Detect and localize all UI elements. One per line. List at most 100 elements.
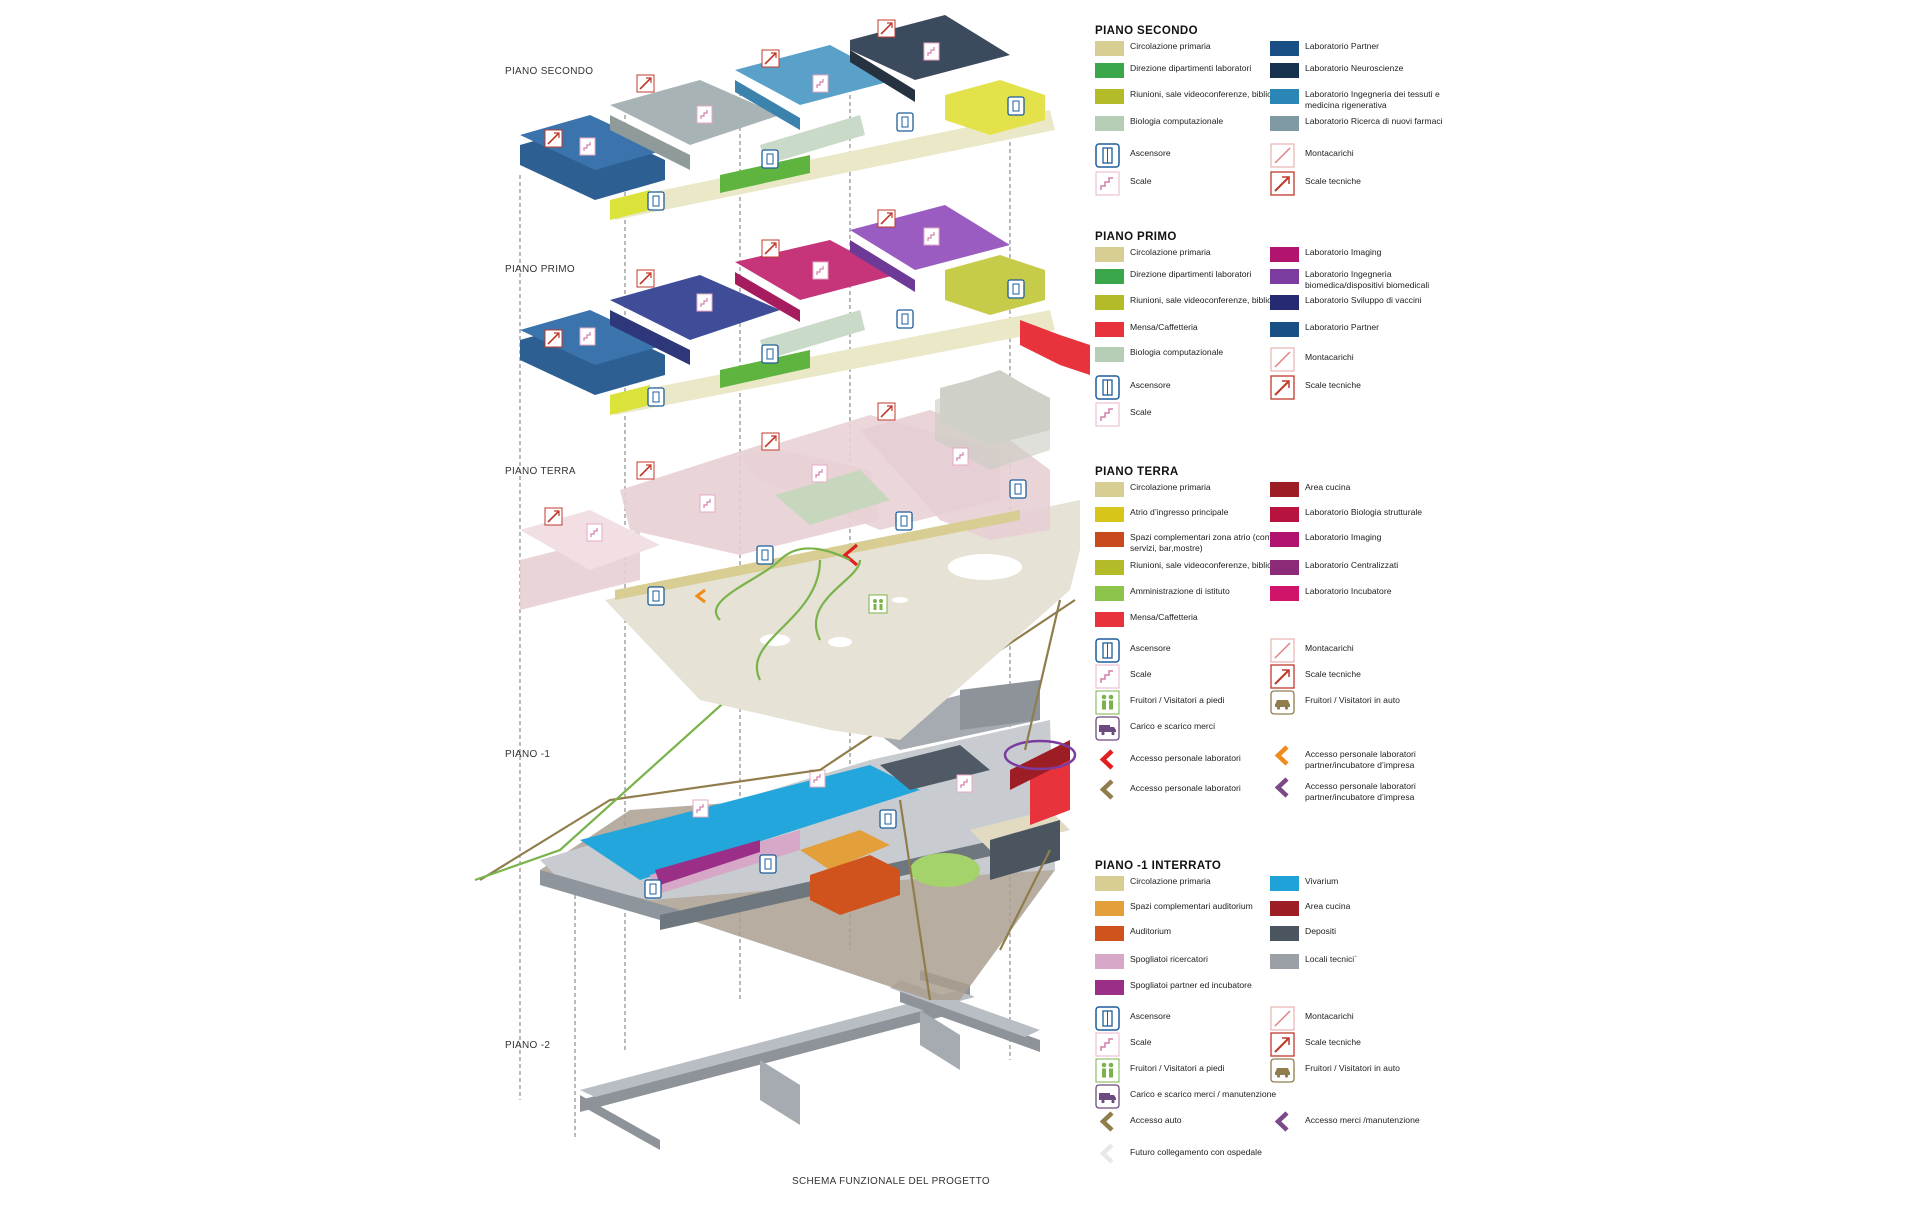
floor-label-piano-terra: PIANO TERRA	[505, 466, 576, 477]
legend-item: Riunioni, sale videoconferenze, bibliote…	[1095, 89, 1295, 104]
legend-label: Montacarichi	[1305, 148, 1354, 158]
legend-item: Laboratorio Imaging	[1270, 247, 1470, 262]
legend-swatch	[1095, 901, 1124, 916]
legend-label: Montacarichi	[1305, 1011, 1354, 1021]
legend-label: Circolazione primaria	[1130, 876, 1211, 886]
legend-label: Fruitori / Visitatori in auto	[1305, 1063, 1400, 1073]
legend-label: Mensa/Caffetteria	[1130, 612, 1198, 622]
legend-item: Montacarichi	[1270, 638, 1470, 663]
legend-label: Scale	[1130, 176, 1152, 186]
legend-label: Scale tecniche	[1305, 669, 1361, 679]
legend-item: Depositi	[1270, 926, 1470, 941]
legend-swatch	[1270, 586, 1299, 601]
legend-item: Accesso merci /manutenzione	[1270, 1110, 1470, 1132]
legend-item: Laboratorio Centralizzati	[1270, 560, 1470, 575]
purple-chevron-icon	[1270, 1110, 1295, 1132]
legend-swatch	[1095, 926, 1124, 941]
legend-label: Accesso merci /manutenzione	[1305, 1115, 1420, 1125]
legend-swatch	[1270, 926, 1299, 941]
legend-swatch	[1270, 63, 1299, 78]
stairs-icon	[1095, 1032, 1120, 1057]
legend-label: Scale	[1130, 669, 1152, 679]
orange-chevron-icon	[1270, 744, 1295, 766]
legend-swatch	[1270, 269, 1299, 284]
legend-label: Locali tecnici`	[1305, 954, 1358, 964]
legend-label: Laboratorio Imaging	[1305, 247, 1382, 257]
legend-item: Fruitori / Visitatori in auto	[1270, 1058, 1470, 1083]
service-stairs-icon	[1270, 1032, 1295, 1057]
car-icon	[1270, 690, 1295, 715]
legend-label: Auditorium	[1130, 926, 1172, 936]
legend-item: Biologia computazionale	[1095, 116, 1295, 131]
red-chevron-icon	[1095, 748, 1120, 770]
legend-swatch	[1095, 269, 1124, 284]
legend-label: Laboratorio Sviluppo di vaccini	[1305, 295, 1422, 305]
legend-swatch	[1095, 63, 1124, 78]
legend-item: Ascensore	[1095, 638, 1295, 663]
floor-label-piano-secondo: PIANO SECONDO	[505, 66, 594, 77]
legend-label: Direzione dipartimenti laboratori	[1130, 269, 1252, 279]
legend-swatch	[1095, 322, 1124, 337]
legend-item: Accesso auto	[1095, 1110, 1295, 1132]
legend-label: Laboratorio Ricerca di nuovi farmaci	[1305, 116, 1443, 126]
legend-item: Ascensore	[1095, 375, 1295, 400]
piano-meno1-plan	[540, 680, 1077, 1000]
legend-item: Scale tecniche	[1270, 1032, 1470, 1057]
legend-label: Accesso personale laboratori	[1130, 783, 1241, 793]
stairs-icon	[1095, 171, 1120, 196]
legend-item: Montacarichi	[1270, 1006, 1470, 1031]
legend-label: Ascensore	[1130, 380, 1171, 390]
legend-label: Ascensore	[1130, 1011, 1171, 1021]
legend-item: Laboratorio Neuroscienze	[1270, 63, 1470, 78]
legend-label: Biologia computazionale	[1130, 116, 1224, 126]
truck-icon	[1095, 716, 1120, 741]
legend-label: Direzione dipartimenti laboratori	[1130, 63, 1252, 73]
legend-label: Laboratorio Ingegneria dei tessuti e med…	[1305, 89, 1440, 110]
legend-label: Accesso personale laboratori	[1130, 753, 1241, 763]
legend-label: Laboratorio Biologia strutturale	[1305, 507, 1423, 517]
legend-item: Amministrazione di istituto	[1095, 586, 1295, 601]
brown-chevron-icon	[1095, 778, 1120, 800]
piano-primo-plan	[520, 205, 1090, 445]
legend-label: Riunioni, sale videoconferenze, bibliote…	[1130, 295, 1289, 305]
diagram-caption: SCHEMA FUNZIONALE DEL PROGETTO	[792, 1176, 990, 1187]
legend-item: Accesso personale laboratori partner/inc…	[1270, 744, 1470, 770]
legend-swatch	[1270, 954, 1299, 969]
legend-item: Circolazione primaria	[1095, 876, 1295, 891]
legend-swatch	[1095, 89, 1124, 104]
legend-item: Area cucina	[1270, 482, 1470, 497]
legend-item: Direzione dipartimenti laboratori	[1095, 63, 1295, 78]
floor-label-piano-primo: PIANO PRIMO	[505, 264, 575, 275]
legend-item: Scale	[1095, 402, 1295, 427]
legend-label: Laboratorio Partner	[1305, 322, 1380, 332]
brown-chevron-icon	[1095, 1110, 1120, 1132]
service-stairs-icon	[1270, 664, 1295, 689]
legend-item: Auditorium	[1095, 926, 1295, 941]
legend-label: Spogliatoi partner ed incubatore	[1130, 980, 1252, 990]
legend-swatch	[1095, 586, 1124, 601]
elevator-icon	[1095, 1006, 1120, 1031]
freight-lift-icon	[1270, 347, 1295, 372]
legend-item: Accesso personale laboratori partner/inc…	[1270, 776, 1470, 802]
legend-item: Accesso personale laboratori	[1095, 778, 1295, 800]
legend-label: Accesso personale laboratori partner/inc…	[1305, 749, 1416, 770]
legend-swatch	[1095, 560, 1124, 575]
legend-item: Scale tecniche	[1270, 375, 1470, 400]
legend-item: Laboratorio Partner	[1270, 41, 1470, 56]
legend-label: Circolazione primaria	[1130, 482, 1211, 492]
legend-swatch	[1095, 41, 1124, 56]
legend-swatch	[1095, 247, 1124, 262]
legend-label: Biologia computazionale	[1130, 347, 1224, 357]
legend-item: Fruitori / Visitatori a piedi	[1095, 690, 1295, 715]
legend-label: Area cucina	[1305, 482, 1351, 492]
legend-item: Laboratorio Imaging	[1270, 532, 1470, 547]
legend-item: Circolazione primaria	[1095, 247, 1295, 262]
